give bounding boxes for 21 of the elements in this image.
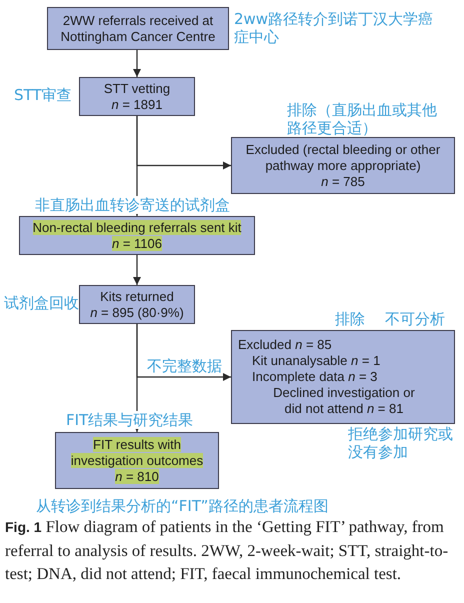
arrow <box>136 324 231 381</box>
process-box: FIT results with investigation outcomes n = 810 <box>55 432 219 489</box>
annotation-text: 试剂盒回收 <box>4 294 80 312</box>
annotation-text: 拒绝参加研究或没有参加 <box>348 425 454 461</box>
annotation-text: 不完整数据 <box>147 357 223 375</box>
annotation-text: 从转诊到结果分析的“FIT”路径的患者流程图 <box>36 497 330 515</box>
process-box: Excluded n = 85 Kit unanalysable n = 1 Incomplete data n = 3 Declined investigation or did not attend n = 81 <box>231 330 455 424</box>
arrow <box>133 50 141 77</box>
annotation-text: 不可分析 <box>385 310 446 328</box>
figure-caption: Fig. 1 Flow diagram of patients in the ‘Getting FIT’ pathway, from referral to analysis of results. 2WW, 2-week-wait; STT, straight-to-test; DNA, did not attend; FIT, faecal immunochemical test. <box>5 516 450 585</box>
annotation-text: 非直肠出血转诊寄送的试剂盒 <box>35 196 230 214</box>
arrow <box>136 116 231 170</box>
annotation-text: 排除（直肠出血或其他路径更合适） <box>287 101 437 137</box>
annotation-text: STT审查 <box>14 86 73 104</box>
process-box: Kits returned n = 895 (80·9%) <box>79 285 195 324</box>
annotation-text: 排除 <box>335 310 366 328</box>
annotation-text: 2ww路径转介到诺丁汉大学癌症中心 <box>234 10 434 46</box>
arrow <box>133 255 141 285</box>
process-box: Excluded (rectal bleeding or other pathway more appropriate) n = 785 <box>231 137 455 194</box>
process-box: STT vetting n = 1891 <box>79 77 195 116</box>
process-box: 2WW referrals received at Nottingham Cancer Centre <box>47 7 229 50</box>
